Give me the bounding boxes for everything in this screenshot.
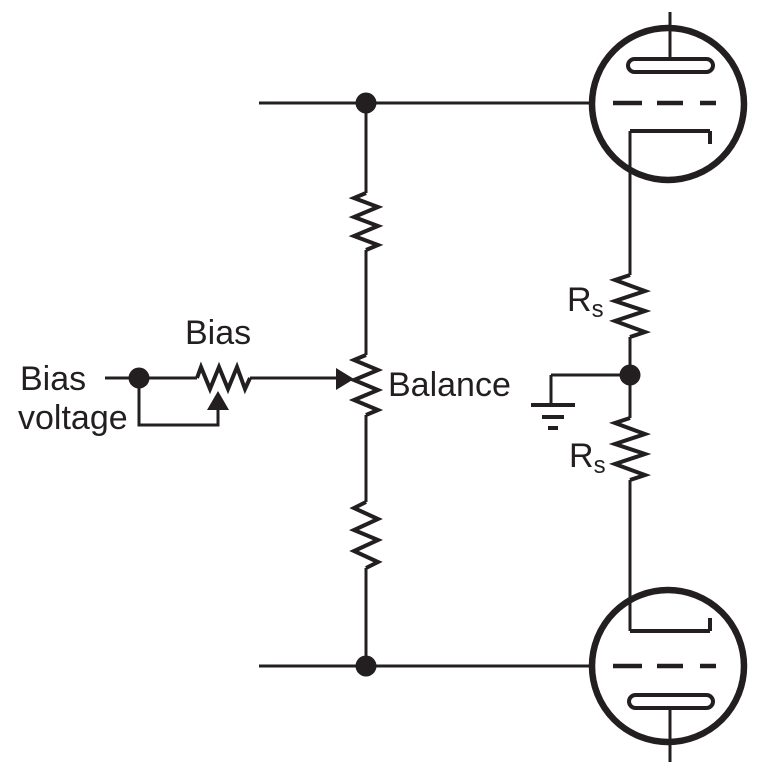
cathode-icon — [630, 129, 712, 144]
tube-envelope-circle — [588, 24, 748, 184]
bias-voltage-label-line1: Bias — [20, 360, 86, 398]
rs-top-label-main: R — [567, 281, 592, 319]
rs-bottom-label-main: R — [569, 437, 594, 475]
cathode-network: Rs Rs — [531, 131, 652, 631]
rs-bottom-label: Rs — [569, 437, 606, 479]
cathode-icon — [630, 618, 712, 633]
balance-wiper-arrow-icon — [336, 368, 354, 390]
rs-bottom-zigzag — [608, 416, 652, 482]
plate-icon — [626, 57, 715, 74]
bias-network: Bias voltage Bias — [18, 314, 252, 437]
tube-envelope-circle — [588, 586, 748, 746]
ground-symbol — [531, 373, 630, 430]
bias-pot-label: Bias — [185, 314, 251, 352]
top-grid-bus — [259, 92, 592, 114]
rs-bottom-label-sub: s — [594, 452, 606, 479]
rs-top-label: Rs — [567, 281, 604, 323]
wiper-return-wire — [137, 378, 220, 427]
resistor-upper-zigzag — [348, 191, 384, 252]
bias-pot-zigzag — [195, 361, 252, 395]
rs-top-zigzag — [608, 273, 652, 339]
resistor-lower-zigzag — [349, 500, 383, 570]
vacuum-tube-bottom — [588, 586, 748, 762]
balance-label: Balance — [388, 366, 511, 404]
balance-pot-zigzag — [348, 353, 384, 417]
plate-icon — [627, 693, 715, 710]
vacuum-tube-top — [588, 12, 748, 184]
bias-voltage-label-line2: voltage — [18, 399, 128, 437]
bias-wiper-arrow-icon — [207, 391, 229, 410]
bottom-grid-bus — [259, 655, 592, 677]
rs-top-label-sub: s — [592, 296, 604, 323]
balance-network: Balance — [250, 103, 511, 666]
